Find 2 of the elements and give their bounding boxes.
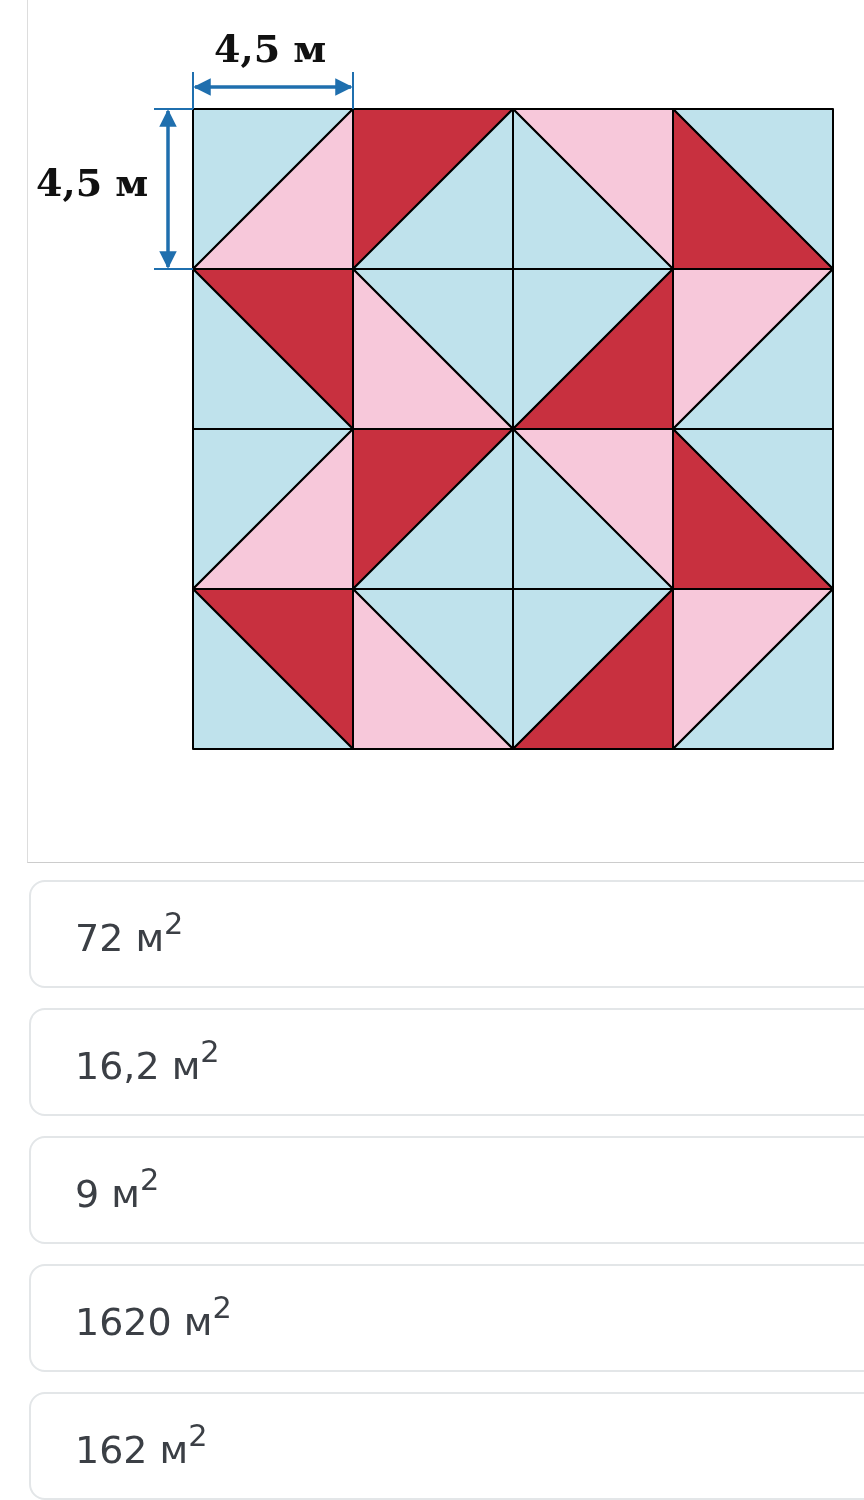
- dimension-label: 4,5 м: [214, 26, 327, 71]
- dimension-label: 4,5 м: [36, 160, 149, 205]
